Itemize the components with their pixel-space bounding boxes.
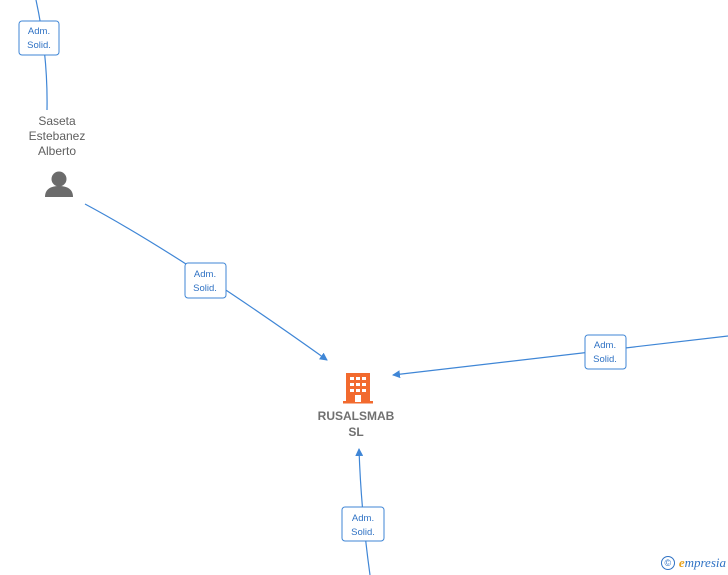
edge-label-line-2: Solid. [27,40,51,51]
company-node-label[interactable]: RUSALSMAB SL [303,408,409,440]
edge-label-line-1: Adm. [352,513,374,524]
person-name-line: Saseta [38,114,76,128]
person-node-label[interactable]: Saseta Estebanez Alberto [12,114,102,159]
person-name-line: Estebanez [28,129,86,143]
person-name-line: Alberto [37,144,77,158]
company-name-line: SL [348,425,364,439]
edge-label-line-2: Solid. [193,283,217,294]
edge-label-right[interactable]: Adm. Solid. [584,334,627,370]
edge-right-to-company[interactable] [392,335,728,379]
edge-label-line-2: Solid. [593,354,617,365]
company-name-line: RUSALSMAB [317,409,395,423]
building-icon[interactable] [343,373,373,404]
brand-logo: empresia [678,555,726,570]
edge-label-line-1: Adm. [194,269,216,280]
empresia-watermark: © empresia [660,555,726,571]
copyright-icon: © [660,556,675,570]
edge-label-line-1: Adm. [594,340,616,351]
edge-label-line-1: Adm. [28,26,50,37]
edge-label-bottom[interactable]: Adm. Solid. [341,506,385,542]
person-icon[interactable] [45,171,73,198]
edge-label-line-2: Solid. [351,527,375,538]
edge-label-person-company[interactable]: Adm. Solid. [184,262,227,299]
edge-label-top[interactable]: Adm. Solid. [18,20,60,56]
